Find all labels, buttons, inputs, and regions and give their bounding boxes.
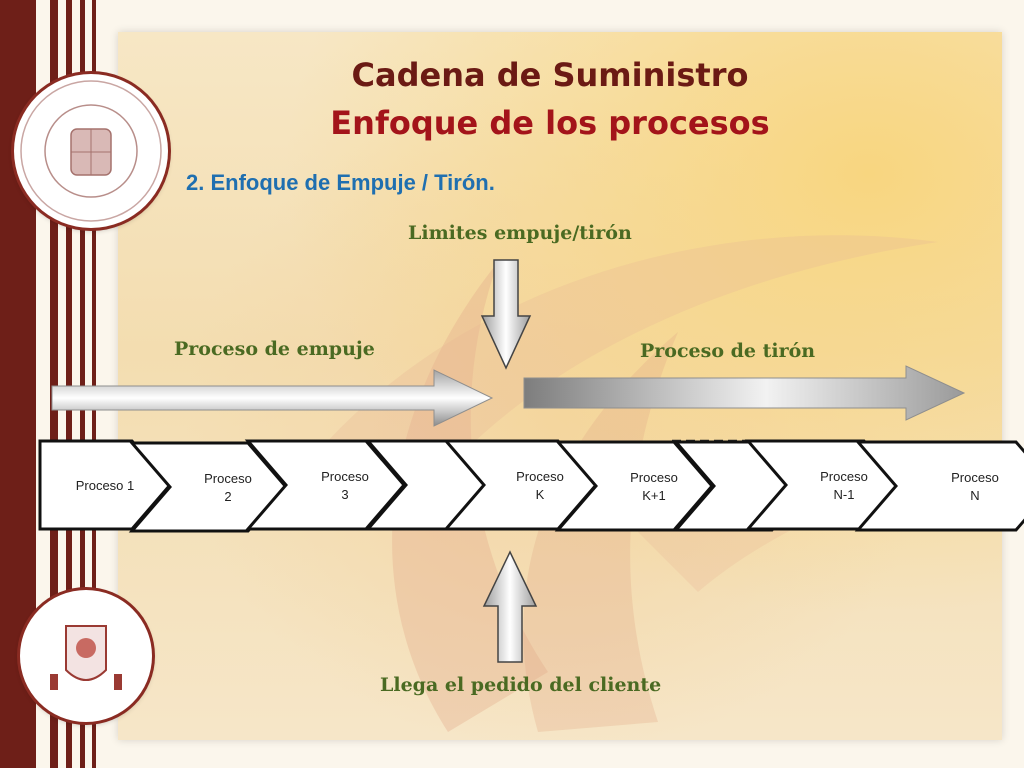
push-process-label: Proceso de empuje <box>174 338 375 360</box>
pull-arrow <box>523 365 966 421</box>
icea-seal-icon <box>20 590 152 722</box>
process-label: K+1 <box>642 488 666 503</box>
process-chevron <box>554 440 714 532</box>
limits-label: Limites empuje/tirón <box>408 222 632 244</box>
decor-stripe <box>92 0 96 768</box>
subtitle: 2. Enfoque de Empuje / Tirón. <box>186 170 495 195</box>
process-label: N <box>970 488 979 503</box>
pull-process-label: Proceso de tirón <box>640 340 816 362</box>
process-label: Proceso <box>630 470 678 485</box>
process-chevron <box>854 440 1024 532</box>
university-seal-icon <box>14 74 168 228</box>
process-label: Proceso <box>204 471 252 486</box>
process-label: Proceso <box>951 470 999 485</box>
title-line-2: Enfoque de los procesos <box>330 104 770 142</box>
process-label: 2 <box>224 489 231 504</box>
process-label: 3 <box>341 487 348 502</box>
process-label: N-1 <box>834 487 855 502</box>
decor-stripe <box>50 0 58 768</box>
decor-stripe <box>66 0 72 768</box>
decor-stripe <box>80 0 85 768</box>
process-label: Proceso <box>516 469 564 484</box>
process-label: Proceso <box>820 469 868 484</box>
title-line-1: Cadena de Suministro <box>351 56 749 94</box>
process-label: Proceso 1 <box>76 478 135 493</box>
push-arrow <box>51 369 494 427</box>
process-label: Proceso <box>321 469 369 484</box>
arrow-up-icon <box>482 550 538 663</box>
arrow-down-icon <box>480 259 532 370</box>
customer-order-label: Llega el pedido del cliente <box>380 674 662 696</box>
process-label: K <box>536 487 545 502</box>
process-chevron <box>244 439 406 531</box>
